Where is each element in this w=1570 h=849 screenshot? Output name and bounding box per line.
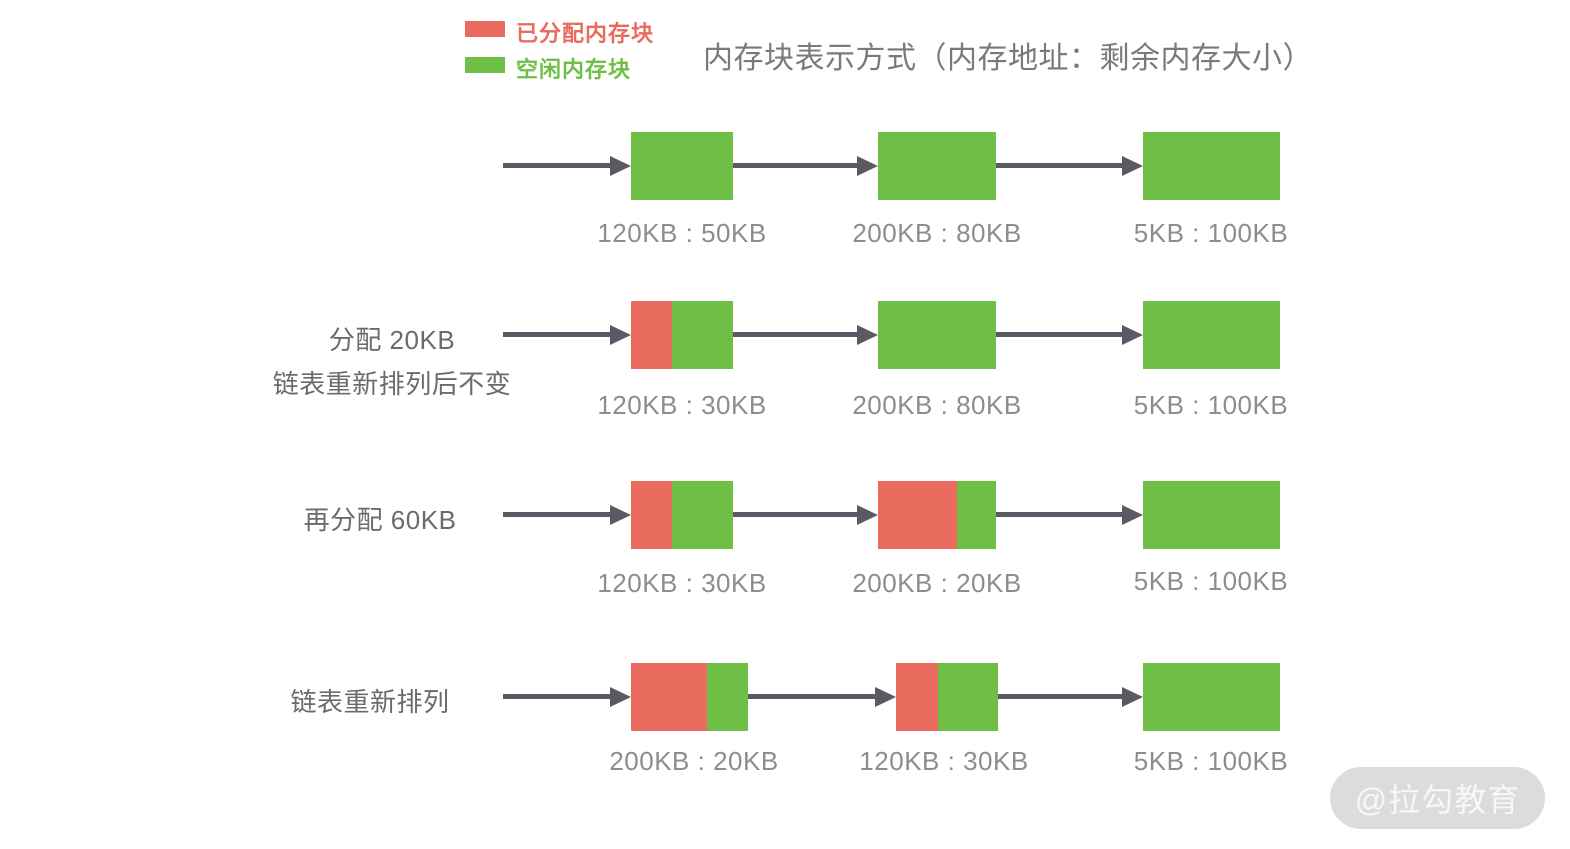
allocated-region [631, 301, 672, 369]
legend-label-allocated: 已分配内存块 [516, 21, 655, 46]
memory-block [878, 132, 996, 200]
memory-block [1143, 132, 1280, 200]
arrow-icon [996, 504, 1143, 525]
arrow-icon [996, 155, 1143, 176]
arrow-icon [998, 686, 1143, 707]
allocated-region [631, 481, 672, 549]
row-label: 分配 20KB [328, 325, 456, 355]
memory-block [878, 301, 996, 369]
memory-block [631, 481, 733, 549]
block-caption: 200KB : 80KB [852, 218, 1022, 248]
block-caption: 200KB : 20KB [852, 568, 1022, 598]
arrow-icon [503, 504, 631, 525]
memory-block [631, 663, 748, 731]
row-label: 链表重新排列 [290, 687, 450, 717]
row-label: 再分配 60KB [303, 505, 457, 535]
watermark-label: @拉勾教育 [1354, 782, 1521, 818]
row-label: 链表重新排列后不变 [272, 369, 512, 399]
memory-block [1143, 663, 1280, 731]
block-caption: 200KB : 20KB [609, 746, 779, 776]
arrow-icon [996, 324, 1143, 345]
arrow-icon [733, 504, 878, 525]
memory-block [1143, 301, 1280, 369]
block-caption: 5KB : 100KB [1133, 390, 1289, 420]
allocated-region [896, 663, 938, 731]
legend-swatch-allocated-icon [465, 21, 505, 37]
arrow-icon [503, 686, 631, 707]
block-caption: 120KB : 50KB [597, 218, 767, 248]
block-caption: 120KB : 30KB [859, 746, 1029, 776]
arrow-icon [733, 155, 878, 176]
arrow-icon [733, 324, 878, 345]
block-caption: 5KB : 100KB [1133, 746, 1289, 776]
memory-block [631, 132, 733, 200]
legend-label-free: 空闲内存块 [516, 57, 632, 82]
legend-swatch-free-icon [465, 57, 505, 73]
block-caption: 200KB : 80KB [852, 390, 1022, 420]
watermark-badge: @拉勾教育 [1330, 767, 1545, 829]
diagram-title: 内存块表示方式（内存地址：剩余内存大小） [703, 42, 1313, 75]
arrow-icon [503, 324, 631, 345]
memory-block [631, 301, 733, 369]
block-caption: 120KB : 30KB [597, 390, 767, 420]
allocated-region [631, 663, 707, 731]
arrow-icon [503, 155, 631, 176]
arrow-icon [748, 686, 896, 707]
memory-block [878, 481, 996, 549]
block-caption: 5KB : 100KB [1133, 218, 1289, 248]
memory-block [1143, 481, 1280, 549]
block-caption: 120KB : 30KB [597, 568, 767, 598]
allocated-region [878, 481, 957, 549]
memory-block [896, 663, 998, 731]
block-caption: 5KB : 100KB [1133, 566, 1289, 596]
